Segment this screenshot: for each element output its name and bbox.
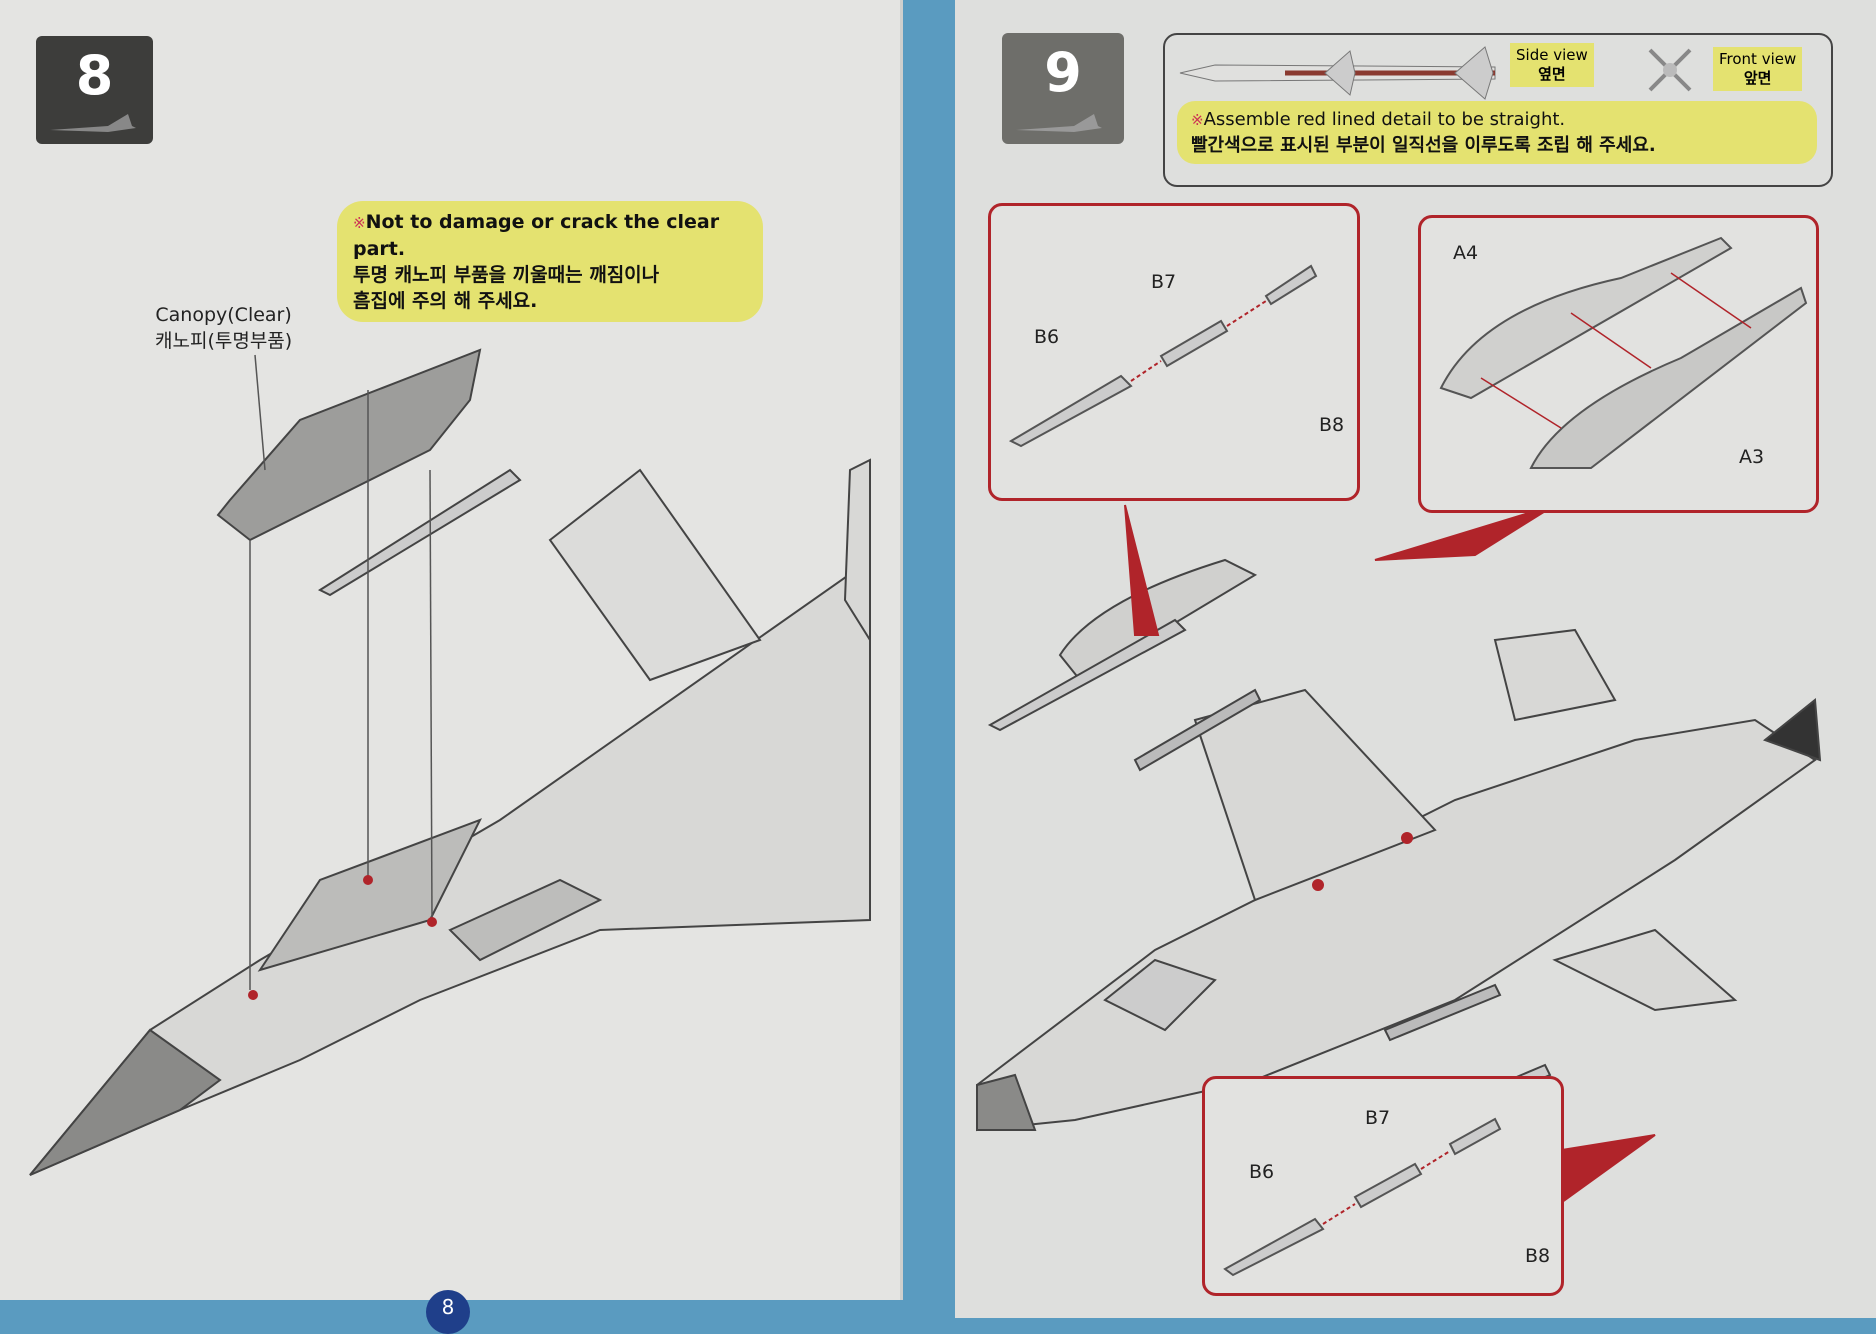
step-9-badge: 9 bbox=[1002, 33, 1124, 144]
part-label-a4: A4 bbox=[1453, 242, 1479, 264]
note-korean-2: 흠집에 주의 해 주세요. bbox=[353, 290, 538, 312]
front-view-ko: 앞면 bbox=[1743, 69, 1772, 87]
part-label-b7: B7 bbox=[1151, 271, 1177, 293]
missile-parts-drawing bbox=[1223, 1117, 1502, 1277]
missile-side-view-drawing bbox=[1179, 46, 1496, 100]
step-number: 9 bbox=[1044, 41, 1082, 104]
front-view-en: Front view bbox=[1719, 50, 1797, 68]
part-label-b8: B8 bbox=[1319, 414, 1345, 436]
note-symbol: ※ bbox=[353, 214, 366, 232]
step-9-aircraft-drawing bbox=[976, 504, 1822, 1202]
aircraft-icon bbox=[1016, 114, 1102, 132]
part-label-a3: A3 bbox=[1739, 446, 1765, 468]
note-korean: 빨간색으로 표시된 부분이 일직선을 이루도록 조립 해 주세요. bbox=[1191, 135, 1656, 156]
fuel-tank-parts-drawing bbox=[1439, 236, 1808, 469]
note-symbol: ※ bbox=[1191, 111, 1204, 129]
left-page: 8 ※Not to damage or crack the clear part… bbox=[0, 0, 903, 1334]
page-number: 8 bbox=[426, 1290, 470, 1334]
step-8-aircraft-drawing bbox=[29, 348, 871, 1176]
part-label-b6: B6 bbox=[1034, 326, 1060, 348]
part-label-b6: B6 bbox=[1249, 1161, 1275, 1183]
alignment-note: ※Assemble red lined detail to be straigh… bbox=[1177, 101, 1817, 164]
step-number: 8 bbox=[75, 44, 114, 107]
canopy-label-en: Canopy(Clear) bbox=[155, 304, 292, 326]
note-korean-1: 투명 캐노피 부품을 끼울때는 깨짐이나 bbox=[353, 264, 660, 286]
aircraft-icon bbox=[50, 114, 136, 132]
side-view-ko: 옆면 bbox=[1538, 65, 1566, 83]
canopy-label-ko: 캐노피(투명부품) bbox=[155, 330, 293, 352]
missile-parts-drawing bbox=[1008, 264, 1318, 448]
part-label-b8: B8 bbox=[1525, 1245, 1551, 1267]
inset-missile-assembly-bottom: B6 B7 B8 bbox=[1202, 1076, 1564, 1296]
missile-front-view-icon bbox=[1648, 48, 1692, 92]
part-label-b7: B7 bbox=[1365, 1107, 1391, 1129]
inset-fuel-tank-assembly: A4 A3 bbox=[1418, 215, 1819, 513]
note-english: Not to damage or crack the clear part. bbox=[353, 211, 720, 260]
inset-missile-assembly-top: B6 B7 B8 bbox=[988, 203, 1360, 501]
note-english: Assemble red lined detail to be straight… bbox=[1203, 109, 1566, 130]
side-view-en: Side view bbox=[1516, 46, 1588, 64]
step-8-badge: 8 bbox=[36, 36, 153, 144]
canopy-label: Canopy(Clear) 캐노피(투명부품) bbox=[155, 304, 292, 353]
canopy-warning-note: ※Not to damage or crack the clear part. … bbox=[337, 201, 763, 322]
